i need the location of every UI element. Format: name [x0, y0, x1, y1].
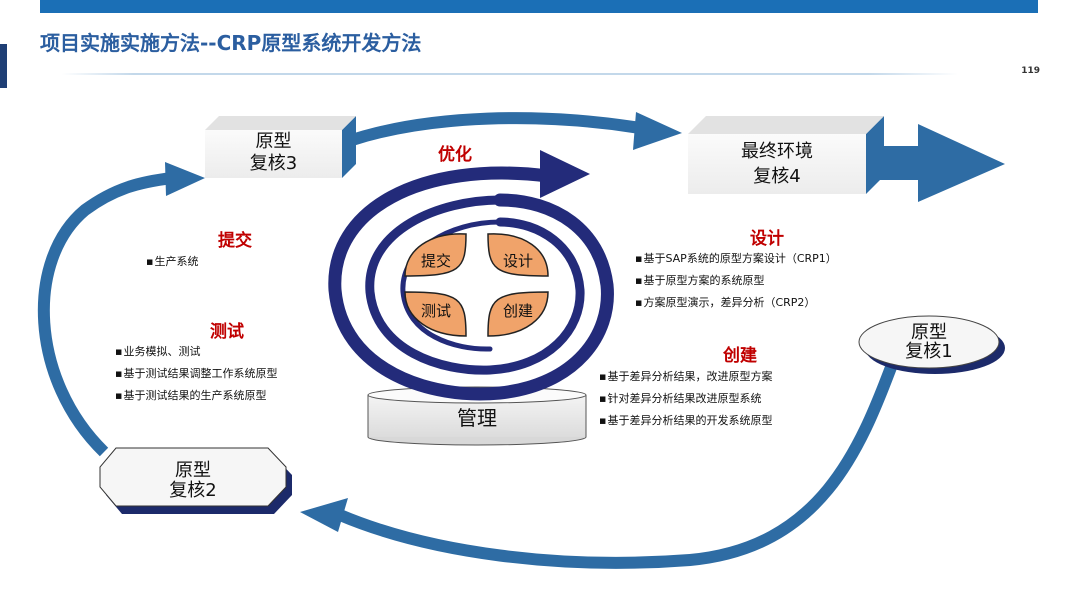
list-item: 基于原型方案的系统原型	[635, 270, 837, 292]
bottom-arc-arrowhead	[300, 498, 348, 532]
list-item: 基于差异分析结果的开发系统原型	[599, 410, 772, 432]
list-item: 生产系统	[146, 251, 198, 273]
cycle-petals	[404, 233, 549, 337]
big-right-arrow	[868, 124, 1005, 202]
header-divider-line	[62, 73, 958, 75]
submit-list: 生产系统	[146, 251, 198, 273]
page-title: 项目实施实施方法--CRP原型系统开发方法	[40, 31, 422, 55]
design-heading: 设计	[750, 229, 784, 249]
review2-octagon	[99, 447, 292, 514]
test-list: 业务模拟、测试 基于测试结果调整工作系统原型 基于测试结果的生产系统原型	[115, 341, 277, 407]
list-item: 基于SAP系统的原型方案设计（CRP1）	[635, 248, 836, 270]
list-item: 业务模拟、测试	[115, 341, 277, 363]
create-list: 基于差异分析结果，改进原型方案 针对差异分析结果改进原型系统 基于差异分析结果的…	[599, 366, 772, 432]
review2-label: 原型 复核2	[169, 460, 217, 501]
optimize-label: 优化	[438, 145, 472, 165]
design-list: 基于SAP系统的原型方案设计（CRP1） 基于原型方案的系统原型 方案原型演示，…	[635, 248, 837, 314]
top-arc-arrowhead	[633, 112, 682, 150]
petal-test-label: 测试	[420, 302, 451, 320]
optimize-spiral	[328, 166, 614, 401]
list-item: 针对差异分析结果改进原型系统	[599, 388, 772, 410]
left-arc-arrow	[37, 172, 173, 457]
test-heading: 测试	[210, 322, 244, 342]
petal-create-label: 创建	[502, 302, 533, 320]
petal-design-label: 设计	[502, 252, 533, 270]
review1-ellipse	[858, 315, 1005, 374]
review3-label: 原型 复核3	[249, 131, 298, 174]
list-item: 方案原型演示，差异分析（CRP2）	[635, 292, 837, 314]
review3-box	[205, 116, 356, 178]
top-accent-bar	[40, 0, 1038, 13]
final-env-box	[688, 116, 884, 194]
manage-label: 管理	[457, 406, 497, 430]
create-heading: 创建	[723, 346, 757, 366]
list-item: 基于差异分析结果，改进原型方案	[599, 366, 772, 388]
side-accent-mark	[0, 44, 7, 88]
petal-submit-label: 提交	[420, 252, 451, 270]
submit-heading: 提交	[218, 231, 252, 251]
left-arc-arrowhead	[165, 162, 205, 196]
page-number: 119	[1021, 66, 1040, 76]
list-item: 基于测试结果调整工作系统原型	[115, 363, 277, 385]
review1-label: 原型 复核1	[905, 322, 953, 362]
final-env-label: 最终环境 复核4	[741, 141, 813, 187]
bottom-arc-arrow	[337, 359, 899, 569]
list-item: 基于测试结果的生产系统原型	[115, 385, 277, 407]
spiral-arrowhead	[540, 150, 590, 198]
top-arc-arrow	[350, 112, 641, 146]
